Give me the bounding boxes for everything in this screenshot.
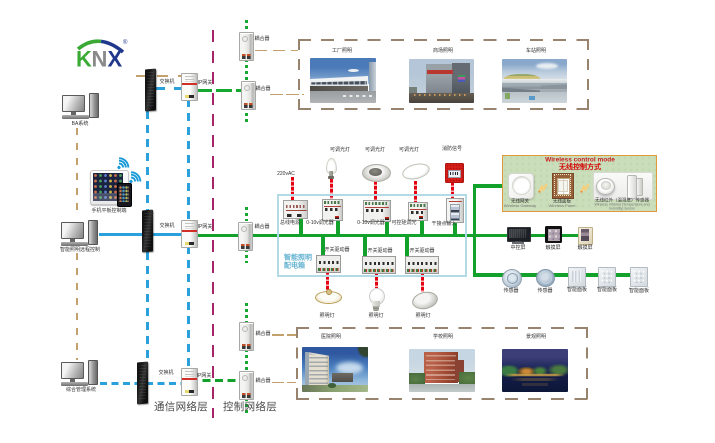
svg-text:X: X	[108, 47, 123, 72]
svg-text:N: N	[92, 47, 108, 72]
svg-text:®: ®	[123, 39, 128, 46]
svg-text:K: K	[76, 47, 92, 72]
